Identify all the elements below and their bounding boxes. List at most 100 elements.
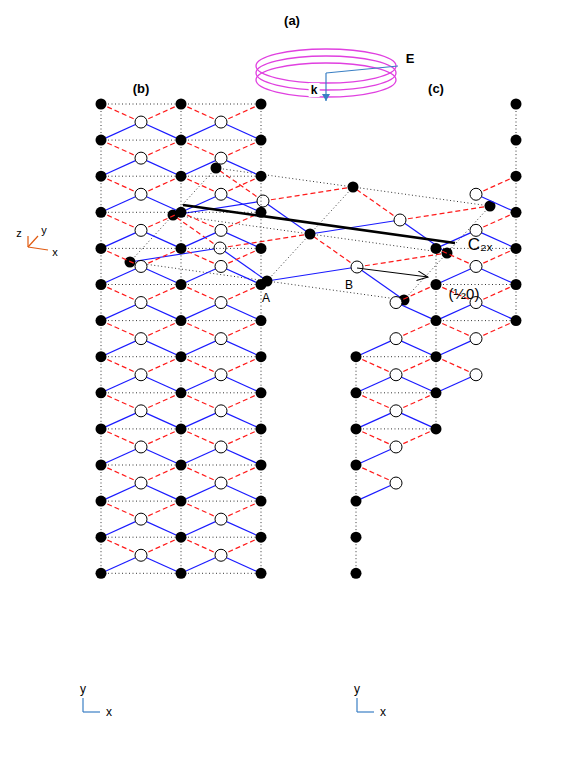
bond-dashed [310, 234, 357, 267]
site-a [351, 460, 362, 471]
field-vector [326, 66, 398, 73]
site-a [96, 135, 107, 146]
site-b [215, 549, 227, 561]
cell-boundary [101, 573, 181, 574]
cell-boundary [181, 537, 261, 538]
cell-boundary [353, 187, 490, 206]
site-a [431, 351, 442, 362]
bond-dashed [101, 248, 141, 266]
cell-boundary [101, 501, 181, 502]
bond-solid [181, 122, 221, 140]
bond-solid [221, 266, 261, 284]
bond-dashed [476, 176, 516, 194]
figure-label: E [404, 51, 417, 66]
bond-solid [141, 194, 181, 212]
bond-solid [141, 555, 181, 573]
site-b [215, 116, 227, 128]
bond-solid [141, 122, 181, 140]
site-a [96, 568, 107, 579]
site-a [176, 315, 187, 326]
figure-label: A [260, 291, 272, 305]
site-a [176, 387, 187, 398]
site-a [176, 279, 187, 290]
axis-line [356, 698, 357, 712]
site-a [96, 243, 107, 254]
cell-boundary [181, 428, 261, 429]
bond-dashed [101, 176, 141, 194]
bond-dashed [141, 393, 181, 411]
site-a [256, 423, 267, 434]
site-b [215, 260, 227, 272]
bond-solid [141, 339, 181, 357]
bond-dashed [181, 393, 221, 411]
bond-solid [181, 266, 221, 284]
axis-pair [357, 698, 374, 712]
bond-solid [310, 220, 400, 234]
bond-solid [221, 447, 261, 465]
cell-boundary [181, 248, 261, 249]
bond-solid [181, 230, 221, 248]
bond-dashed [181, 212, 221, 230]
bond-solid [436, 266, 476, 284]
bond-dashed [141, 285, 181, 303]
bond-dashed [476, 212, 516, 230]
site-b [390, 333, 402, 345]
bond-dashed [101, 321, 141, 339]
bond-solid [141, 158, 181, 176]
site-a [96, 279, 107, 290]
site-b [135, 260, 147, 272]
bond-solid [181, 447, 221, 465]
site-b [215, 297, 227, 309]
lattice-panel-b [96, 99, 267, 579]
site-a [431, 315, 442, 326]
bond-solid [141, 266, 181, 284]
site-b [215, 477, 227, 489]
site-b [390, 441, 402, 453]
bond-solid [356, 411, 396, 429]
site-a [511, 171, 522, 182]
axis-line [82, 698, 83, 712]
bond-dashed [181, 465, 221, 483]
bond-dashed [141, 465, 181, 483]
bond-dashed [221, 285, 261, 303]
site-b [135, 188, 147, 200]
bond-dashed [476, 285, 516, 303]
bond-solid [476, 266, 516, 284]
bond-dashed [101, 212, 141, 230]
bond-solid [141, 519, 181, 537]
bond-dashed [356, 465, 396, 483]
site-a [511, 135, 522, 146]
bond-solid [101, 483, 141, 501]
site-a [511, 243, 522, 254]
figure-label: z [14, 227, 24, 240]
bond-solid [436, 303, 476, 321]
cell-boundary [356, 356, 436, 357]
site-a [256, 568, 267, 579]
cell-boundary [267, 234, 310, 281]
bond-dashed [181, 429, 221, 447]
bond-solid [101, 158, 141, 176]
bond-dashed [221, 176, 261, 194]
bond-solid [181, 375, 221, 393]
bond-solid [141, 411, 181, 429]
bond-solid [101, 375, 141, 393]
cell-boundary [181, 140, 261, 141]
site-b [215, 224, 227, 236]
axis-line [357, 711, 374, 712]
bond-dashed [141, 501, 181, 519]
bond-dashed [181, 248, 221, 266]
figure-label: B [343, 278, 355, 292]
site-b [135, 297, 147, 309]
figure-label: (c) [426, 81, 446, 96]
site-b [135, 477, 147, 489]
site-a [96, 496, 107, 507]
bond-solid [173, 201, 263, 215]
site-a [351, 387, 362, 398]
site-a [256, 243, 267, 254]
bond-dashed [357, 253, 447, 267]
site-a [176, 171, 187, 182]
site-a [96, 460, 107, 471]
bond-solid [356, 483, 396, 501]
bond-solid [101, 411, 141, 429]
site-b [135, 405, 147, 417]
